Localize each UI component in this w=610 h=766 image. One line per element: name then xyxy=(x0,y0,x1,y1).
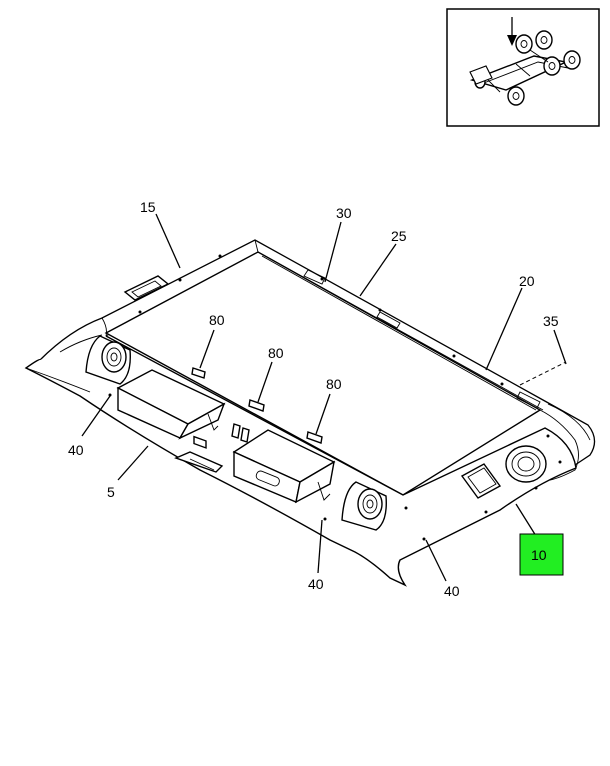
rivets xyxy=(108,254,562,541)
callout-20: 20 xyxy=(519,273,535,289)
mounting-tab-b xyxy=(248,399,265,412)
callout-80-b: 80 xyxy=(268,345,284,361)
leader-lines xyxy=(81,213,567,582)
callout-40-right: 40 xyxy=(444,583,460,599)
callout-30: 30 xyxy=(336,205,352,221)
center-console-box xyxy=(232,429,336,504)
callout-40-center: 40 xyxy=(308,576,324,592)
locator-inset xyxy=(446,8,600,127)
mounting-tab xyxy=(193,435,207,449)
center-speaker xyxy=(341,481,387,531)
callout-80-a: 80 xyxy=(209,312,225,328)
callouts: 15 30 25 20 35 80 80 80 40 5 40 40 10 xyxy=(68,199,559,599)
callout-35: 35 xyxy=(543,313,559,329)
highlight-box xyxy=(519,533,564,576)
callout-10: 10 xyxy=(531,547,547,563)
vent-housing xyxy=(123,275,170,301)
switch-slot-a xyxy=(231,423,241,439)
square-vent xyxy=(460,463,502,499)
mounting-tab-a xyxy=(191,367,206,379)
vehicle-locator-icon xyxy=(469,30,581,106)
callout-25: 25 xyxy=(391,228,407,244)
callout-15: 15 xyxy=(140,199,156,215)
callout-80-c: 80 xyxy=(326,376,342,392)
left-console-box xyxy=(116,369,226,440)
right-speaker xyxy=(505,445,547,483)
callout-40-left: 40 xyxy=(68,442,84,458)
mounting-tab-c xyxy=(306,431,323,444)
switch-slot-b xyxy=(240,427,250,443)
left-speaker xyxy=(85,335,131,385)
trim-strip xyxy=(174,451,224,473)
callout-5: 5 xyxy=(107,484,115,500)
arrow-down-icon xyxy=(507,17,517,46)
headliner-assembly xyxy=(24,239,596,587)
dash-35 xyxy=(519,361,567,386)
